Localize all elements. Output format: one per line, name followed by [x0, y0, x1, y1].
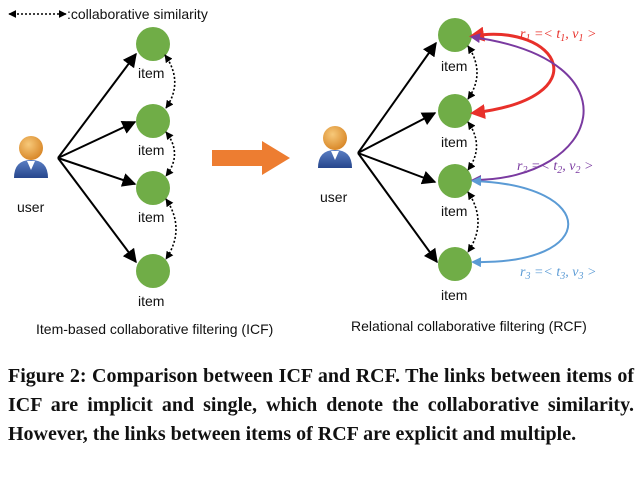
- icf-item-node-4: [136, 254, 170, 288]
- icf-similarity-link-2: [165, 131, 176, 177]
- icf-panel: user item item item item Item-based coll…: [14, 27, 273, 337]
- rcf-similarity-links: [467, 45, 479, 253]
- icf-item-label-1: item: [138, 65, 164, 81]
- icf-item-node-3: [136, 171, 170, 205]
- icf-item-label-2: item: [138, 142, 164, 158]
- icf-item-node-1: [136, 27, 170, 61]
- legend-text: :collaborative similarity: [67, 6, 208, 22]
- icf-title: Item-based collaborative filtering (ICF): [36, 321, 273, 337]
- icf-edge-2: [57, 120, 137, 159]
- transition-arrow: [212, 141, 290, 175]
- rcf-user-item-edges: [357, 41, 438, 264]
- icf-user-item-edges: [57, 52, 137, 264]
- icf-item-label-3: item: [138, 209, 164, 225]
- relation-link-r3: [471, 176, 569, 268]
- icf-similarity-links: [164, 54, 177, 260]
- rcf-similarity-link-1: [467, 45, 478, 100]
- rcf-edge-2: [357, 112, 437, 154]
- rcf-item-node-2: [438, 94, 472, 128]
- icf-item-node-2: [136, 104, 170, 138]
- icf-similarity-link-3: [165, 198, 177, 260]
- rcf-edge-3: [357, 152, 437, 185]
- rcf-user-label: user: [320, 189, 348, 205]
- user-icon: [318, 126, 352, 168]
- figure-caption: Figure 2: Comparison between ICF and RCF…: [8, 365, 634, 445]
- icf-user-label: user: [17, 199, 45, 215]
- relation-label-r1: r1 =< t1, v1 >: [520, 27, 596, 44]
- rcf-edge-1: [357, 41, 437, 154]
- rcf-title: Relational collaborative filtering (RCF): [351, 318, 587, 334]
- relation-label-r3: r3 =< t3, v3 >: [520, 265, 596, 282]
- rcf-panel: user item item item item r1 =< t1, v1 >: [318, 18, 596, 334]
- relation-label-r2: r2 =< t2, v2 >: [517, 159, 593, 176]
- icf-edge-1: [57, 52, 137, 159]
- rcf-item-label-1: item: [441, 58, 467, 74]
- relation-link-r2: [470, 33, 585, 185]
- rcf-similarity-link-3: [467, 191, 479, 253]
- user-icon: [14, 136, 48, 178]
- rcf-item-label-4: item: [441, 287, 467, 303]
- rcf-edge-4: [357, 152, 438, 264]
- rcf-item-node-3: [438, 164, 472, 198]
- icf-edge-4: [57, 157, 137, 264]
- rcf-similarity-link-2: [467, 121, 478, 171]
- rcf-item-node-1: [438, 18, 472, 52]
- legend: :collaborative similarity: [8, 6, 208, 22]
- comparison-diagram: :collaborative similarity user item item…: [8, 6, 596, 337]
- icf-similarity-link-1: [164, 54, 176, 109]
- icf-edge-3: [57, 157, 137, 187]
- rcf-item-label-3: item: [441, 203, 467, 219]
- rcf-item-label-2: item: [441, 134, 467, 150]
- rcf-item-node-4: [438, 247, 472, 281]
- icf-item-label-4: item: [138, 293, 164, 309]
